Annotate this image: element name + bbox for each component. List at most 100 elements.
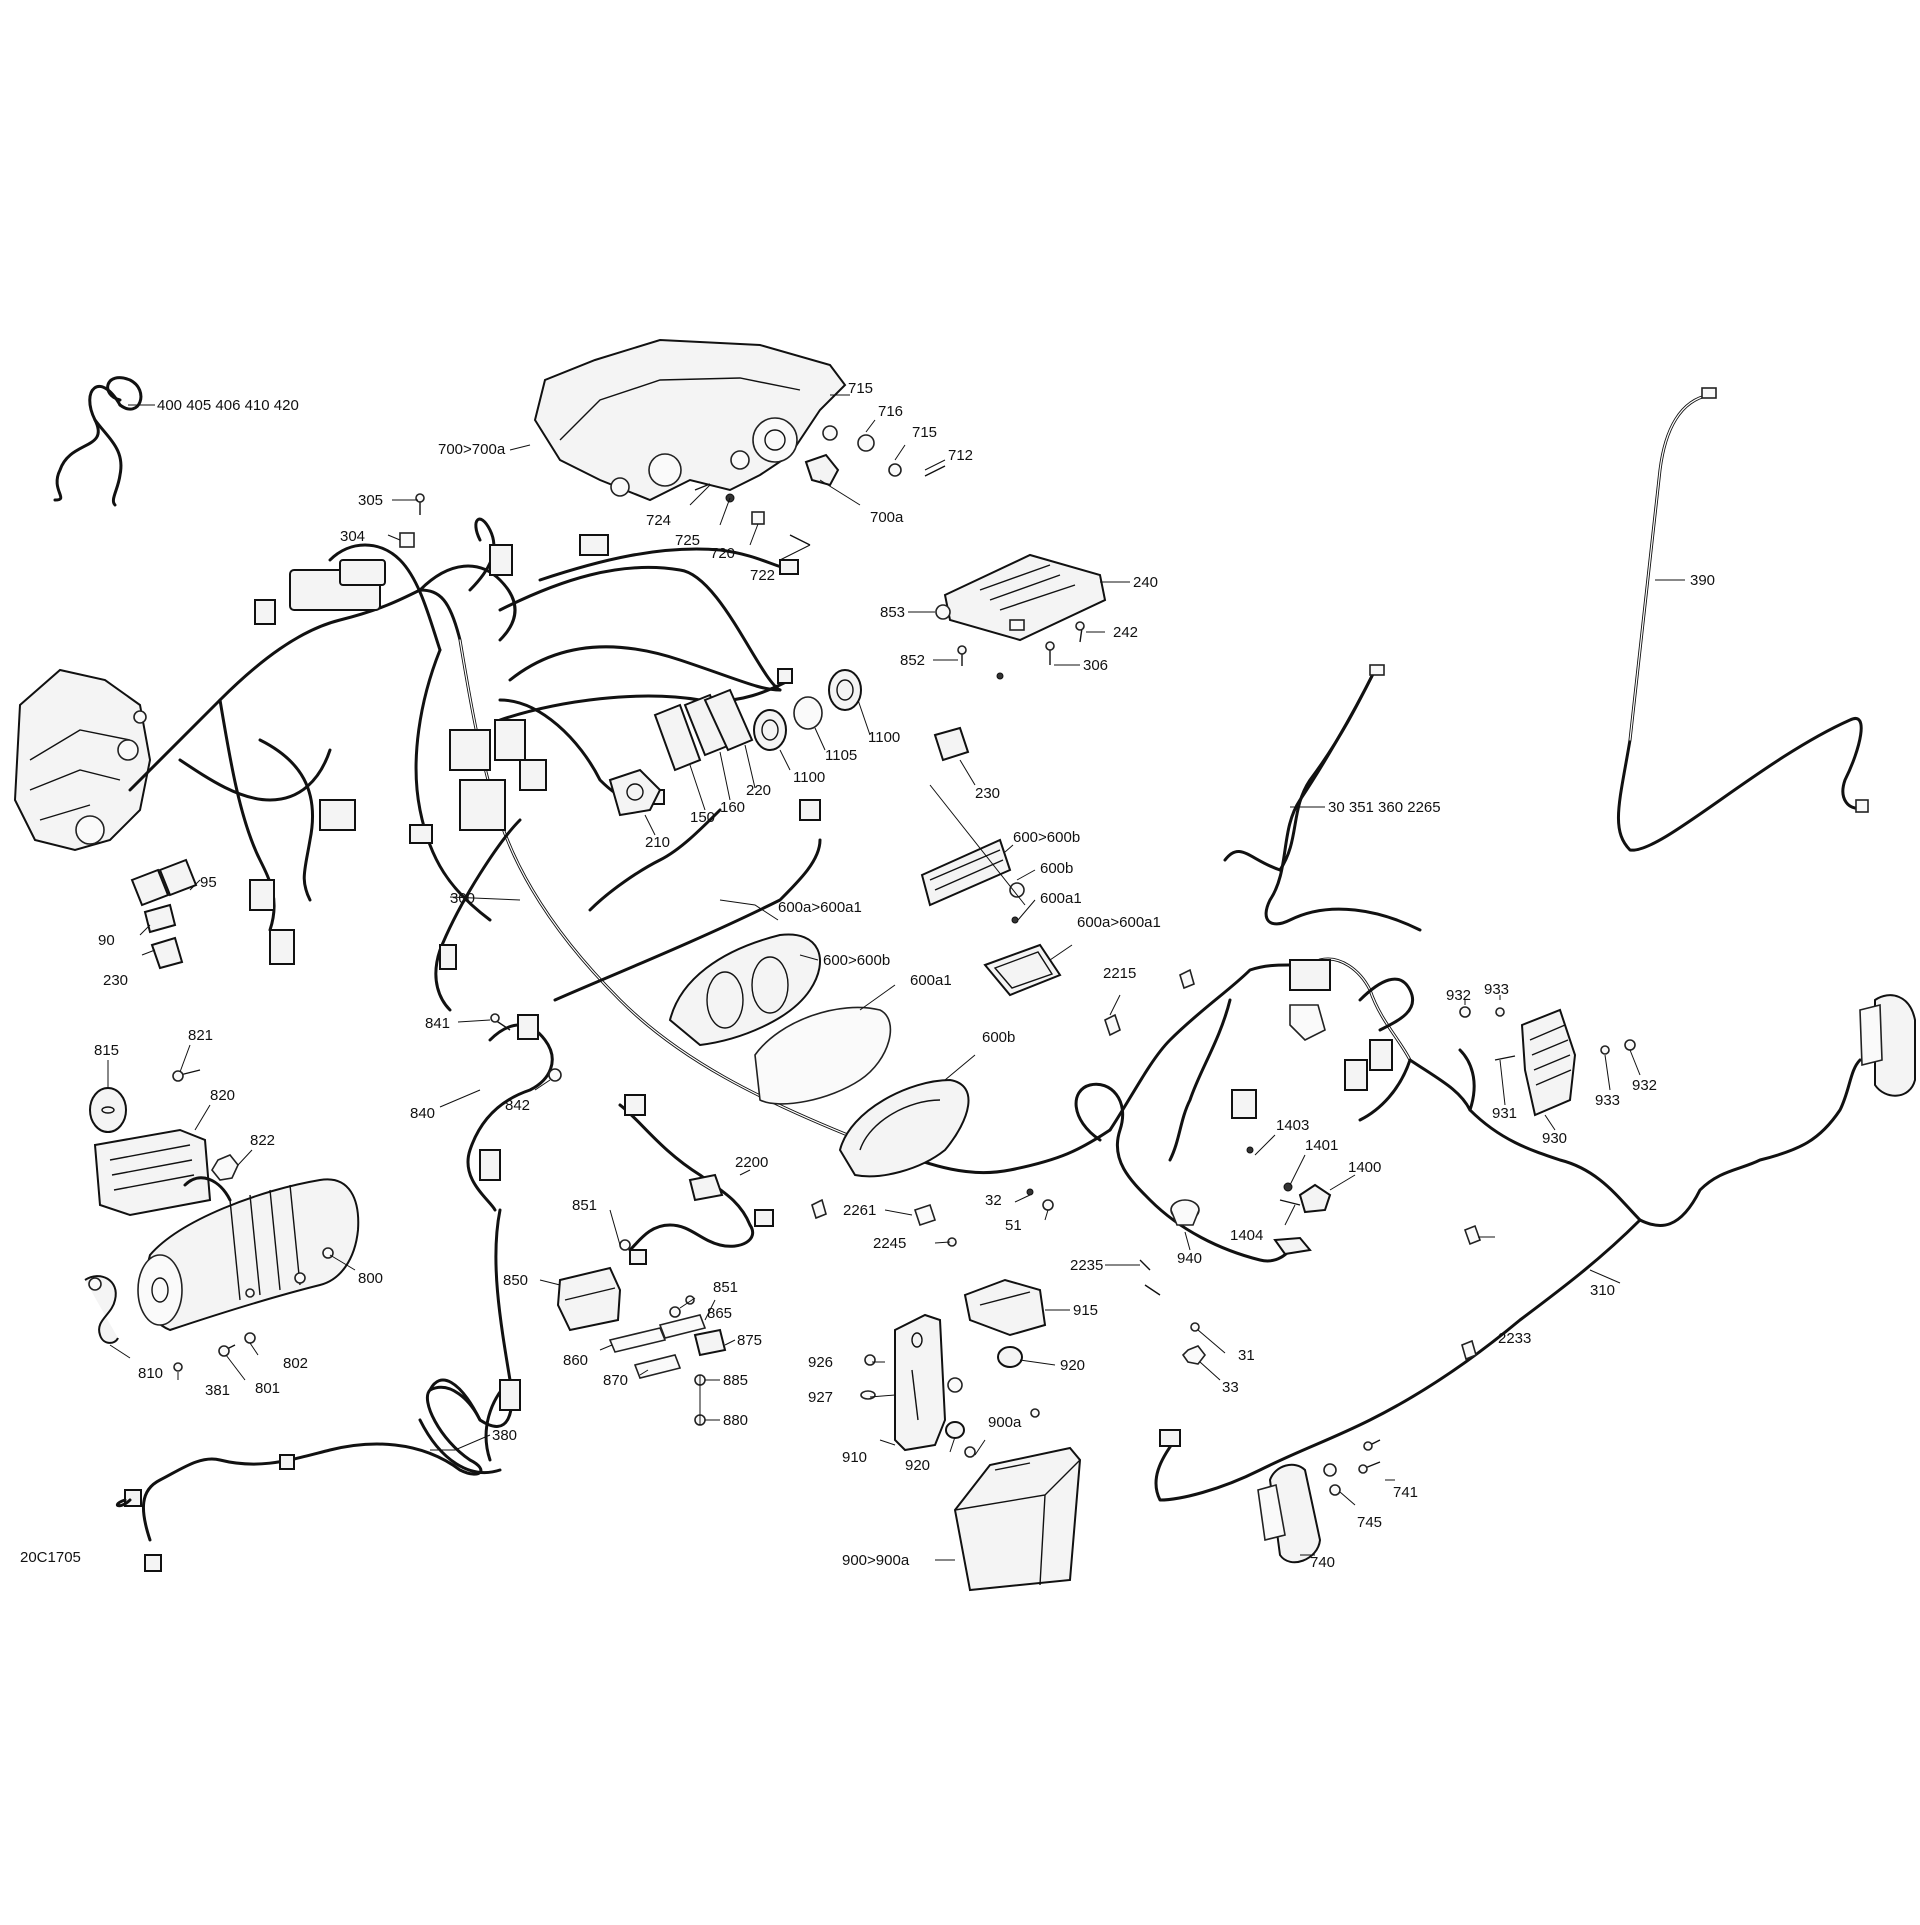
callout-712: 712 [948, 447, 973, 464]
callout-600a1-a: 600a1 [1040, 890, 1082, 907]
callout-933a: 933 [1484, 981, 1509, 998]
callout-885: 885 [723, 1372, 748, 1389]
bracket-865 [658, 1314, 707, 1339]
callout-900a: 900a [988, 1414, 1022, 1431]
callout-724: 724 [646, 512, 671, 529]
regulator-930 [1459, 1006, 1636, 1117]
callout-940: 940 [1177, 1250, 1202, 1267]
winch-harness-380 [115, 1208, 521, 1572]
harness-30 [1223, 664, 1422, 932]
bracket-870 [633, 1354, 682, 1379]
callout-381: 381 [205, 1382, 230, 1399]
callout-600a-600a1-a: 600a>600a1 [1077, 914, 1161, 931]
callout-95: 95 [200, 874, 217, 891]
cable-390 [1617, 387, 1869, 852]
callout-2215: 2215 [1103, 965, 1136, 982]
callout-2245: 2245 [873, 1235, 906, 1252]
callout-304: 304 [340, 528, 365, 545]
part-381 [173, 1362, 183, 1372]
callout-1100b: 1100 [793, 769, 825, 786]
callout-815: 815 [94, 1042, 119, 1059]
cap-1105 [793, 696, 823, 730]
callout-1105: 1105 [825, 747, 857, 764]
callout-821: 821 [188, 1027, 213, 1044]
callout-31: 31 [1238, 1347, 1255, 1364]
sensor-1400 [1246, 1146, 1332, 1214]
callout-242: 242 [1113, 624, 1138, 641]
knob-940 [1170, 1199, 1200, 1226]
callout-600-600b-a: 600>600b [1013, 829, 1080, 846]
nut-822 [211, 1154, 239, 1181]
callout-926: 926 [808, 1354, 833, 1371]
callout-851a: 851 [572, 1197, 597, 1214]
callout-600a1-b: 600a1 [910, 972, 952, 989]
gauge-cluster-600 [668, 933, 821, 1047]
callout-2200: 2200 [735, 1154, 768, 1171]
washer-802 [244, 1332, 256, 1344]
part-32 [1026, 1188, 1034, 1196]
callout-900-900a: 900>900a [842, 1552, 910, 1569]
cover-815 [89, 1087, 127, 1133]
part-31 [1190, 1322, 1200, 1332]
grommet-920-lower [945, 1421, 965, 1439]
relay-230-upper [933, 726, 970, 762]
callout-715b: 715 [912, 424, 937, 441]
callout-700-700a: 700>700a [438, 441, 506, 458]
callout-400: 400 405 406 410 420 [157, 397, 299, 414]
callout-90: 90 [98, 932, 115, 949]
callout-860: 860 [563, 1352, 588, 1369]
callout-600b-a: 600b [1040, 860, 1073, 877]
relay-90 [143, 903, 177, 934]
callout-800: 800 [358, 1270, 383, 1287]
switch-150 [653, 703, 702, 772]
callout-865: 865 [707, 1305, 732, 1322]
callout-741: 741 [1393, 1484, 1418, 1501]
switch-220 [703, 688, 754, 752]
callout-30: 30 351 360 2265 [1328, 799, 1441, 816]
bezel-600b [838, 1078, 970, 1178]
callout-310: 310 [1590, 1282, 1615, 1299]
callout-1100a: 1100 [868, 729, 900, 746]
callout-1404: 1404 [1230, 1227, 1263, 1244]
callout-853: 853 [880, 604, 905, 621]
callout-306: 306 [1083, 657, 1108, 674]
gauge-module-600 [920, 838, 1025, 924]
callout-841: 841 [425, 1015, 450, 1032]
callout-810: 810 [138, 1365, 163, 1382]
callout-932b: 932 [1632, 1077, 1657, 1094]
hook-810 [84, 1275, 119, 1344]
taillight-right [1859, 994, 1916, 1097]
callout-700a: 700a [870, 509, 904, 526]
bolt-305 [415, 493, 425, 515]
taillight-740 [1257, 1439, 1381, 1564]
callout-915: 915 [1073, 1302, 1098, 1319]
wire-bundle-400 [53, 376, 143, 507]
bolt-821 [172, 1069, 201, 1082]
callout-230b: 230 [103, 972, 128, 989]
callout-600a-600a1-b: 600a>600a1 [778, 899, 862, 916]
callout-822: 822 [250, 1132, 275, 1149]
callout-51: 51 [1005, 1217, 1022, 1234]
fuse-875 [693, 1328, 727, 1357]
callout-725: 725 [675, 532, 700, 549]
callout-840: 840 [410, 1105, 435, 1122]
callout-870: 870 [603, 1372, 628, 1389]
callout-852: 852 [900, 652, 925, 669]
socket-1100-upper [828, 669, 862, 711]
clip-304 [399, 532, 415, 548]
nut-33 [1181, 1345, 1207, 1365]
bracket-860 [608, 1327, 667, 1353]
callout-labels: 400 405 406 410 420 700>700a 715 716 715… [20, 380, 1715, 1571]
callout-33: 33 [1222, 1379, 1239, 1396]
switch-210 [608, 768, 662, 817]
headlamp-left [13, 668, 152, 852]
callout-932a: 932 [1446, 987, 1471, 1004]
callout-220: 220 [746, 782, 771, 799]
gauge-bezel-600a1 [983, 943, 1062, 997]
relay-850 [556, 1266, 622, 1332]
winch-800 [137, 1176, 360, 1332]
callout-300: 300 [450, 890, 475, 907]
callout-931: 931 [1492, 1105, 1517, 1122]
